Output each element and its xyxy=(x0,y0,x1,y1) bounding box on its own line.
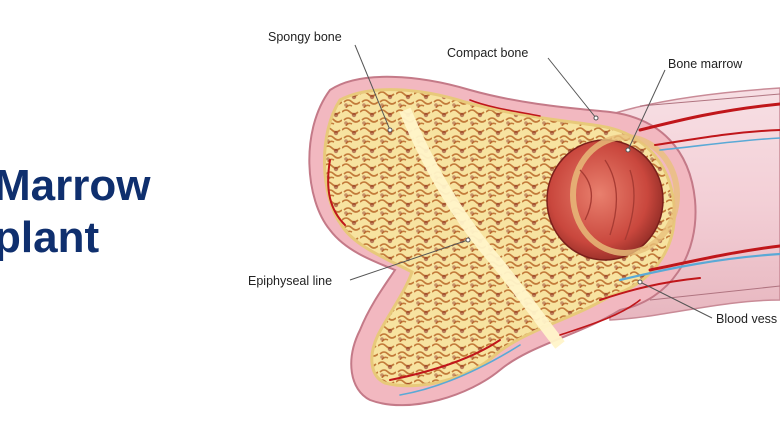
label-epiphyseal-line: Epiphyseal line xyxy=(248,274,333,288)
label-blood-vessels: Blood vess xyxy=(716,312,778,326)
banner-title: Marrow plant xyxy=(0,160,150,264)
blood-vessels-blue xyxy=(399,137,780,396)
banner-title-line-1: Marrow xyxy=(0,161,151,210)
label-compact-bone: Compact bone xyxy=(447,46,529,60)
blood-vessels-red xyxy=(327,99,780,381)
label-spongy-bone: Spongy bone xyxy=(268,30,342,44)
banner-title-line-2: plant xyxy=(0,213,100,262)
label-bone-marrow: Bone marrow xyxy=(668,57,743,71)
leader-lines xyxy=(349,44,713,319)
bone-marrow-mark xyxy=(546,139,664,261)
epiphyseal-line-mark xyxy=(399,107,565,349)
